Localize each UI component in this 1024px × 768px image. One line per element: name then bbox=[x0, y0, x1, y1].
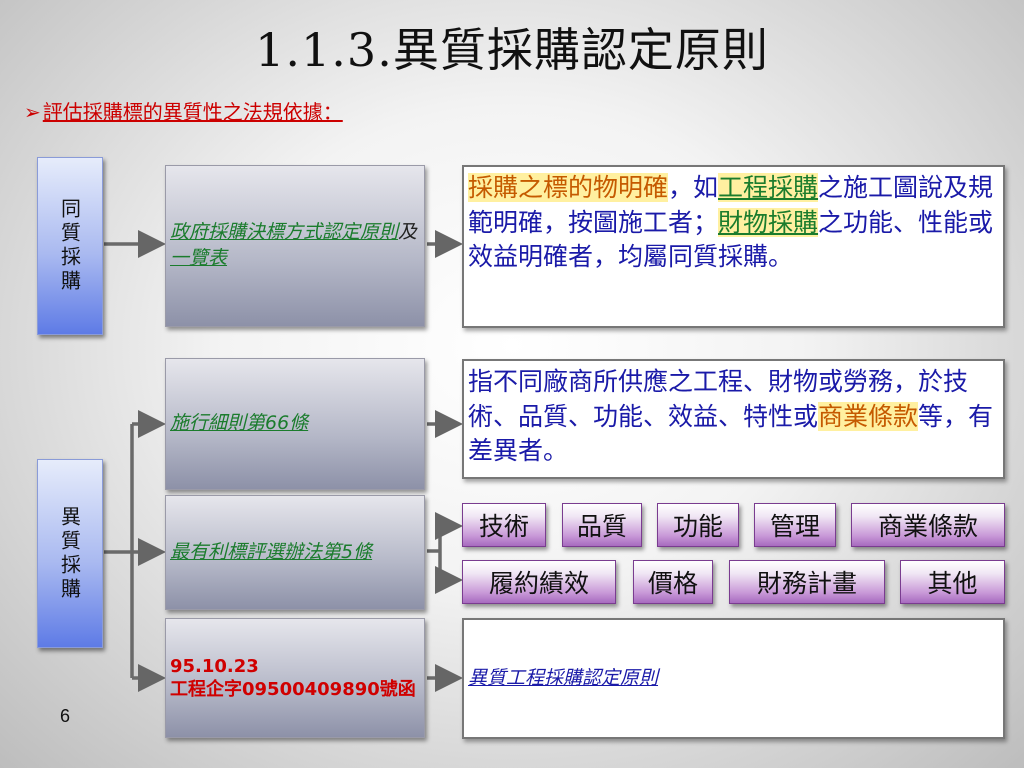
link-most-advantageous-art5[interactable]: 最有利標評選辦法第5條 bbox=[170, 540, 373, 563]
desc-text: ，如 bbox=[668, 173, 719, 202]
tag-management: 管理 bbox=[754, 503, 836, 547]
category-different-label: 異質採購 bbox=[57, 505, 82, 602]
letter-number: 工程企字09500409890號函 bbox=[170, 679, 416, 700]
desc-text: 之施工圖說及規範明確，按圖施工者； bbox=[468, 173, 994, 237]
tag-price: 價格 bbox=[633, 560, 713, 604]
basis-box-official-letter: 95.10.23 工程企字09500409890號函 bbox=[165, 618, 425, 738]
definition-official-letter: 異質工程採購認定原則 bbox=[462, 618, 1005, 739]
desc-text: 等，有差異者。 bbox=[468, 401, 994, 466]
link-property-procurement[interactable]: 財物採購 bbox=[718, 207, 819, 237]
tag-other: 其他 bbox=[900, 560, 1005, 604]
arrow-bullet-icon: ➢ bbox=[24, 100, 41, 124]
tag-financial-plan: 財務計畫 bbox=[729, 560, 885, 604]
category-same-label: 同質採購 bbox=[57, 198, 82, 294]
category-different-procurement: 異質採購 bbox=[37, 459, 103, 648]
highlight-commercial-terms: 商業條款 bbox=[818, 401, 919, 431]
definition-different-procurement: 指不同廠商所供應之工程、財物或勞務，於技術、品質、功能、效益、特性或商業條款等，… bbox=[462, 359, 1005, 479]
link-different-engineering-principle[interactable]: 異質工程採購認定原則 bbox=[468, 667, 659, 690]
tag-quality: 品質 bbox=[562, 503, 642, 547]
tag-commercial-terms: 商業條款 bbox=[851, 503, 1005, 547]
page-number: 6 bbox=[60, 706, 71, 726]
tag-function: 功能 bbox=[657, 503, 739, 547]
link-overview-table[interactable]: 一覽表 bbox=[170, 247, 228, 269]
subheading: ➢評估採購標的異質性之法規依據： bbox=[24, 96, 343, 125]
tag-performance: 履約績效 bbox=[462, 560, 616, 604]
desc-text: 指不同廠商所供應之工程、財物或勞務，於技術、品質、功能、效益、特性或 bbox=[468, 367, 969, 431]
link-engineering-procurement[interactable]: 工程採購 bbox=[718, 173, 819, 202]
letter-date: 95.10.23 bbox=[170, 655, 259, 677]
desc-text: 之功能、性能或效益明確者，均屬同質採購。 bbox=[468, 207, 994, 272]
and-text: 及 bbox=[398, 221, 418, 244]
category-same-procurement: 同質採購 bbox=[37, 157, 103, 335]
link-decision-principle[interactable]: 政府採購決標方式認定原則 bbox=[170, 221, 399, 244]
basis-box-most-advantageous: 最有利標評選辦法第5條 bbox=[165, 495, 425, 610]
basis-box-enforcement-rules: 施行細則第66條 bbox=[165, 358, 425, 490]
tag-technology: 技術 bbox=[462, 503, 546, 547]
link-enforcement-rules-66[interactable]: 施行細則第66條 bbox=[170, 412, 309, 435]
highlight-clear-subject: 採購之標的物明確 bbox=[468, 173, 669, 202]
subheading-text[interactable]: 評估採購標的異質性之法規依據： bbox=[42, 100, 343, 124]
basis-box-decision-principle: 政府採購決標方式認定原則及一覽表 bbox=[165, 165, 425, 327]
slide-title: 1.1.3.異質採購認定原則 bbox=[255, 23, 769, 77]
definition-same-procurement: 採購之標的物明確，如工程採購之施工圖說及規範明確，按圖施工者；財物採購之功能、性… bbox=[462, 165, 1005, 328]
